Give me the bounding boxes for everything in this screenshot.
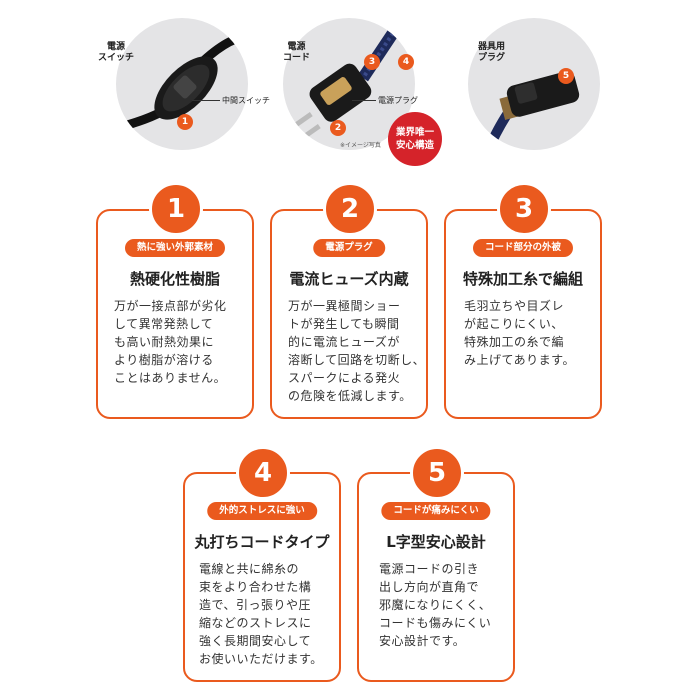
switch-illustration: [116, 31, 248, 133]
card1-title: 熱硬化性樹脂: [129, 270, 220, 288]
photo-power-switch: [116, 18, 248, 150]
photo2-callout: 電源プラグ: [378, 96, 418, 105]
photo2-label: 電源 コード: [283, 42, 311, 63]
card5-body: 電源コードの引き 出し方向が直角で 邪魔になりにくく、 コードも傷みにくい 安心…: [379, 562, 492, 648]
feature-card-5: コードが痛みにくい L字型安心設計 電源コードの引き 出し方向が直角で 邪魔にな…: [357, 472, 515, 682]
card2-body: 万が一異極間ショー トが発生しても瞬間 的に電流ヒューズが 溶断して回路を切断し…: [288, 299, 426, 403]
photo1-badge: 1: [177, 114, 193, 130]
photo2-note: ※イメージ写真: [340, 142, 381, 149]
card4-body: 電線と共に綿糸の 束をより合わせた構 造で、引っ張りや圧 縮などのストレスに 強…: [199, 562, 323, 666]
card3-tag: コード部分の外被: [472, 239, 574, 257]
card1-tag: 熱に強い外郭素材: [124, 239, 226, 257]
card5-tag: コードが痛みにくい: [381, 502, 491, 520]
industry-only-badge: 業界唯一 安心構造: [388, 112, 442, 166]
card2-tag: 電源プラグ: [313, 239, 385, 257]
card3-body: 毛羽立ちや目ズレ が起こりにくい、 特殊加工の糸で編 み上げてあります。: [464, 299, 575, 367]
card4-number: 4: [236, 446, 290, 500]
card5-number: 5: [410, 446, 464, 500]
photo-appliance-plug: [468, 18, 600, 150]
card4-title: 丸打ちコードタイプ: [194, 533, 330, 551]
card3-title: 特殊加工糸で編組: [462, 270, 583, 288]
photo1-callout-line: [192, 100, 220, 101]
card2-number: 2: [323, 182, 377, 236]
card1-body: 万が一接点部が劣化 して異常発熱して も高い耐熱効果に より樹脂が溶ける ことは…: [114, 299, 227, 385]
photo2-badge-4: 4: [398, 54, 414, 70]
feature-card-3: コード部分の外被 特殊加工糸で編組 毛羽立ちや目ズレ が起こりにくい、 特殊加工…: [444, 209, 602, 419]
l-plug-illustration: [483, 71, 580, 150]
photo3-badge: 5: [558, 68, 574, 84]
feature-card-1: 熱に強い外郭素材 熱硬化性樹脂 万が一接点部が劣化 して異常発熱して も高い耐熱…: [96, 209, 254, 419]
photo2-callout-line: [352, 100, 376, 101]
photo1-callout: 中間スイッチ: [222, 96, 270, 105]
photo3-label: 器具用 プラグ: [478, 42, 506, 63]
card3-number: 3: [497, 182, 551, 236]
feature-card-4: 外的ストレスに強い 丸打ちコードタイプ 電線と共に綿糸の 束をより合わせた構 造…: [183, 472, 341, 682]
feature-card-2: 電源プラグ 電流ヒューズ内蔵 万が一異極間ショー トが発生しても瞬間 的に電流ヒ…: [270, 209, 428, 419]
card4-tag: 外的ストレスに強い: [207, 502, 317, 520]
photo1-label: 電源 スイッチ: [98, 42, 135, 63]
photo2-badge-2: 2: [330, 120, 346, 136]
card1-number: 1: [149, 182, 203, 236]
card2-title: 電流ヒューズ内蔵: [289, 270, 409, 288]
photo2-badge-3: 3: [364, 54, 380, 70]
card5-title: L字型安心設計: [386, 533, 486, 551]
